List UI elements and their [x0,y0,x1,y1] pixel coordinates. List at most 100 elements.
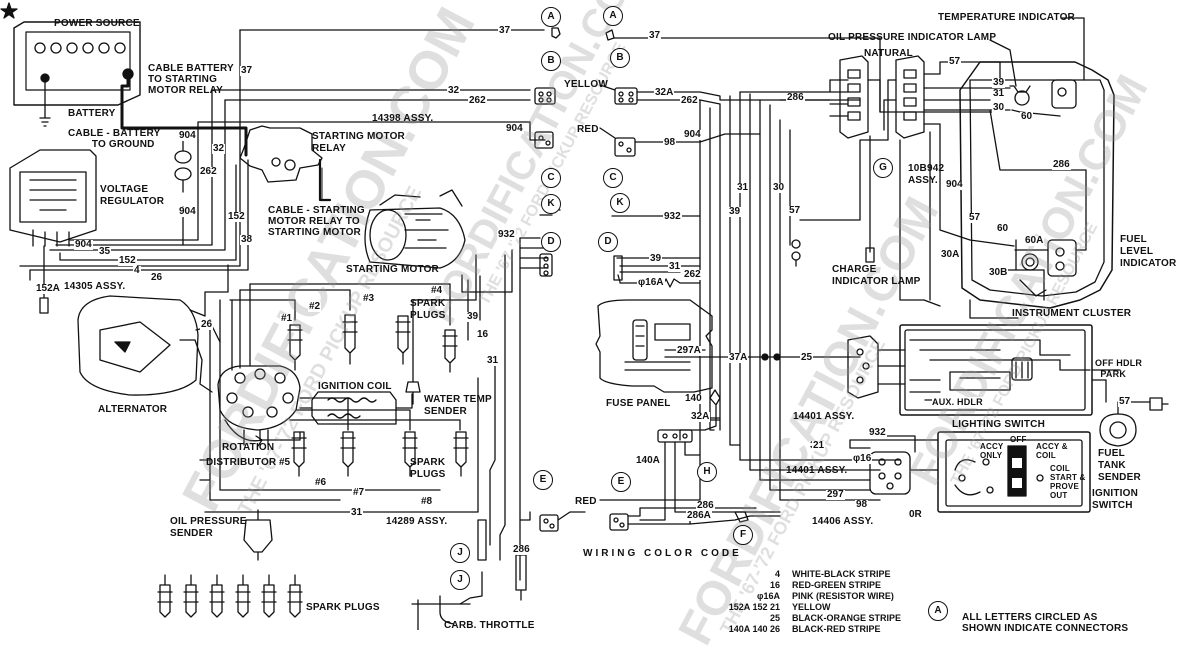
wire-number: 904 [178,206,197,217]
connector-g: G [873,158,893,178]
color-code-number: 4 [774,569,780,579]
wire-number: 140A [635,455,661,466]
wire-number: 37 [648,30,662,41]
connector-d-left: D [541,232,561,252]
wire-number: 30B [988,267,1009,278]
red-bottom-label: RED [575,496,597,507]
spark-plugs-bottom-label: SPARK PLUGS [306,602,380,613]
fuel-tank-sender-label: FUEL TANK SENDER [1098,448,1141,483]
plug-number: #7 [352,487,366,498]
wire-number: 31 [668,261,682,272]
wire-number: 262 [199,166,218,177]
wire-number: 31 [992,88,1006,99]
color-code-row: φ16A PINK (RESISTOR WIRE) [712,591,901,602]
wire-number: 21 [812,440,826,451]
fuse-panel-label: FUSE PANEL [606,398,671,409]
spark-plug-group-middle [291,431,469,477]
cable-starting-motor-label: CABLE - STARTING MOTOR RELAY TO STARTING… [268,205,365,238]
spark-plugs-mid-label: SPARK PLUGS [410,457,446,480]
connector-d-right: D [598,232,618,252]
starting-motor-relay [239,125,323,183]
wire-number: 26 [200,319,214,330]
temperature-indicator-label: TEMPERATURE INDICATOR [938,12,1075,23]
wire-number: 60 [1020,111,1034,122]
water-temp-sender-label: WATER TEMP SENDER [424,394,492,417]
spark-plugs-top-label: SPARK PLUGS [410,298,446,321]
color-code-name: BLACK-RED STRIPE [792,624,881,634]
wire-number: 904 [178,130,197,141]
wire-number: 30 [992,102,1006,113]
connector-e-left: E [533,470,553,490]
starting-motor [364,207,466,269]
wire-number: 262 [468,95,487,106]
wire-number: 31 [350,507,364,518]
connector-b-right: B [610,48,630,68]
wire-number: 152A [35,283,61,294]
all-letters-note: ALL LETTERS CIRCLED AS SHOWN INDICATE CO… [962,612,1129,634]
natural-label: NATURAL [864,48,913,59]
aux-hdlr-label: AUX. HDLR [932,397,983,408]
cable-battery-relay-label: CABLE BATTERY TO STARTING MOTOR RELAY [148,63,234,96]
wire-number: 32A [654,87,675,98]
ignition-connector-block [869,451,911,495]
assy-14289-label: 14289 ASSY. [386,516,448,527]
fuse-panel [595,299,713,393]
wire-number: 57 [788,205,802,216]
color-code-name: WHITE-BLACK STRIPE [792,569,891,579]
oil-pressure-indicator-lamp-label: OIL PRESSURE INDICATOR LAMP [828,32,997,43]
assy-14305-label: 14305 ASSY. [64,281,126,292]
wire-number: 57 [948,56,962,67]
connector-j-upper: J [450,543,470,563]
lighting-switch-label: LIGHTING SWITCH [952,419,1045,430]
distributor [217,365,301,431]
wire-number: 39 [466,311,480,322]
spark-plug-group-bottom [157,574,303,618]
ignition-coil-label: IGNITION COIL [318,381,392,392]
color-code-name: RED-GREEN STRIPE [792,580,882,590]
ign-accy-coil-label: ACCY & COIL [1036,442,1068,460]
wire-number: φ16 [852,453,873,464]
wire-number: 39 [728,206,742,217]
star-icon [0,2,18,19]
connector-e-right: E [611,472,631,492]
fuel-level-indicator-label: FUEL LEVEL INDICATOR [1120,234,1177,269]
plug-number: #8 [420,496,434,507]
voltage-regulator-label: VOLTAGE REGULATOR [100,184,165,207]
wire-number: 262 [683,269,702,280]
spark-plug-group-top [287,314,458,373]
wire-number: 297A [676,345,702,356]
wire-number: 57 [1118,396,1132,407]
connector-a-legend: A [928,601,948,621]
rotation-label: ROTATION [222,442,275,453]
wire-number: 25 [800,352,814,363]
color-code-row: 4 WHITE-BLACK STRIPE [712,569,901,580]
wire-number: 37 [498,25,512,36]
color-code-name: PINK (RESISTOR WIRE) [792,591,894,601]
wire-number: 286 [696,500,715,511]
wire-number: 904 [74,239,93,250]
color-code-number: φ16A [757,591,780,601]
water-temp-sender [405,381,421,405]
wire-number: 32 [447,85,461,96]
battery-label: BATTERY [68,108,116,119]
wire-number: 932 [497,229,516,240]
connector-k-right: K [610,193,630,213]
voltage-regulator [9,149,97,243]
wire-number: 60 [996,223,1010,234]
wire-number: 286A [686,510,712,521]
wire-number: 57 [968,212,982,223]
yellow-label: YELLOW [564,79,608,90]
wiring-color-code-title: WIRING COLOR CODE [583,548,742,559]
power-source-box [13,21,141,106]
color-code-name: YELLOW [792,602,831,612]
wire-number: 32 [212,143,226,154]
wire-number: 286 [1052,159,1071,170]
wire-number: 39 [992,77,1006,88]
distributor-label: DISTRIBUTOR [206,457,277,468]
connector-c-left: C [541,168,561,188]
off-hdlr-park-label: OFF HDLR PARK [1095,358,1143,379]
assy-14401-b-label: 14401 ASSY. [786,465,848,476]
